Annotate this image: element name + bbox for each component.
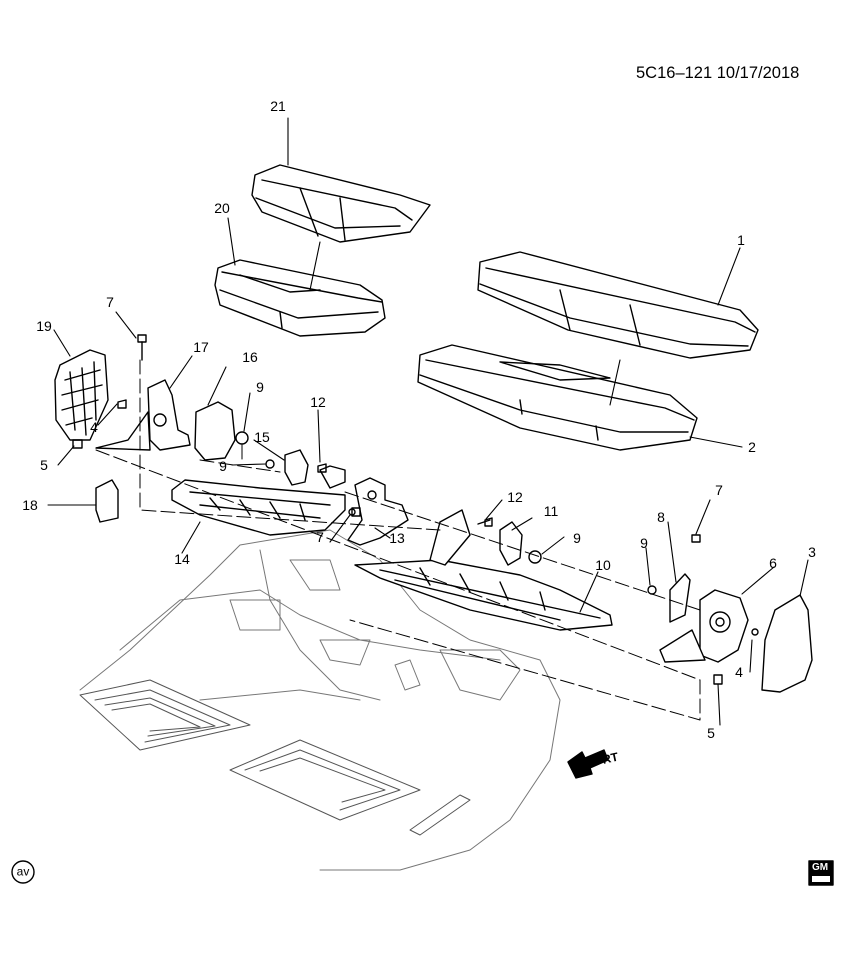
part-20-seat-cushion-left	[214, 259, 386, 337]
part-1-seat-back-right	[477, 251, 759, 359]
part-11-hinge-cover	[477, 519, 542, 566]
part-19-hinge-cover	[54, 349, 109, 441]
part-14-seat-frame-left	[171, 479, 346, 536]
callout-6: 6	[769, 555, 777, 571]
part-2-seat-cushion-right	[417, 344, 698, 451]
view-code-circle	[11, 860, 35, 884]
part-21-seat-back-left	[251, 164, 431, 243]
callout-21: 21	[270, 98, 286, 114]
callout-9-a: 9	[256, 379, 264, 395]
frt-arrow-icon	[567, 749, 609, 779]
callout-17: 17	[193, 339, 209, 355]
callout-15: 15	[254, 429, 270, 445]
callout-7-left: 7	[106, 294, 114, 310]
callout-5-right: 5	[707, 725, 715, 741]
floor-mat-right	[229, 739, 471, 836]
callout-18: 18	[22, 497, 38, 513]
gm-logo-label: GM	[812, 862, 829, 873]
view-code-label: av	[16, 864, 30, 879]
part-6-hinge-bracket-right	[659, 589, 759, 663]
callout-5-left: 5	[40, 457, 48, 473]
callout-12-a: 12	[310, 394, 326, 410]
diagram-id-date: 5C16–121 10/17/2018	[636, 64, 800, 82]
part-18-latch-cover	[95, 479, 119, 523]
callout-4-right: 4	[735, 664, 743, 680]
callout-14: 14	[174, 551, 190, 567]
callout-3: 3	[808, 544, 816, 560]
part-17-hinge-bracket	[95, 379, 191, 451]
alignment-lines	[95, 359, 701, 721]
callout-1: 1	[737, 232, 745, 248]
callout-16: 16	[242, 349, 258, 365]
callout-9-b: 9	[219, 458, 227, 474]
callout-7-center: 7	[316, 529, 324, 545]
vehicle-floor	[79, 529, 561, 871]
callout-9-d: 9	[640, 535, 648, 551]
part-16-hinge-cover	[194, 401, 249, 461]
floor-mat-left	[79, 679, 251, 751]
callout-12-b: 12	[507, 489, 523, 505]
callout-8: 8	[657, 509, 665, 525]
callout-11: 11	[543, 503, 559, 519]
part-8-hinge-cover	[647, 573, 691, 623]
fasteners	[72, 334, 723, 685]
callout-9-c: 9	[573, 530, 581, 546]
callout-19: 19	[36, 318, 52, 334]
callout-7-right: 7	[715, 482, 723, 498]
callout-20: 20	[214, 200, 230, 216]
callout-2: 2	[748, 439, 756, 455]
leader-lines	[47, 117, 809, 726]
callout-10: 10	[595, 557, 611, 573]
callout-4-left: 4	[90, 419, 98, 435]
part-3-hinge-cover-right	[761, 594, 813, 693]
callout-13: 13	[389, 530, 405, 546]
